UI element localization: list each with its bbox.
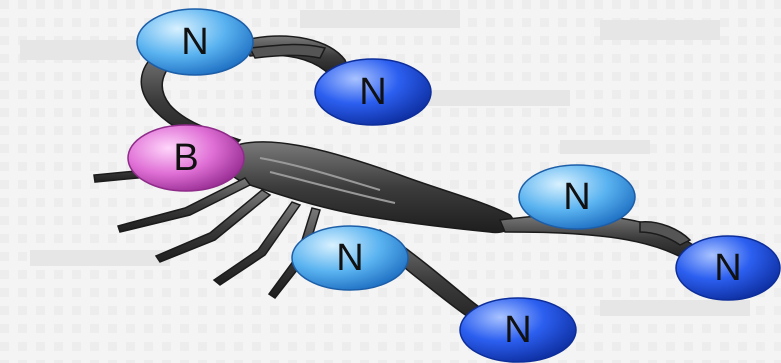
atom-nitrogen-6: N	[460, 298, 576, 362]
atom-label: N	[714, 247, 741, 289]
atom-label: N	[181, 21, 208, 63]
atom-label: N	[563, 176, 590, 218]
atom-label: B	[173, 137, 198, 179]
atom-label: N	[504, 309, 531, 351]
atom-boron: B	[128, 125, 244, 191]
atom-nitrogen-1: N	[137, 9, 253, 75]
atom-label: N	[336, 237, 363, 279]
atom-nitrogen-4: N	[292, 226, 408, 290]
atom-label: N	[359, 71, 386, 113]
atom-nitrogen-5: N	[676, 236, 780, 300]
atom-nitrogen-2: N	[315, 59, 431, 125]
atom-nitrogen-3: N	[519, 165, 635, 229]
